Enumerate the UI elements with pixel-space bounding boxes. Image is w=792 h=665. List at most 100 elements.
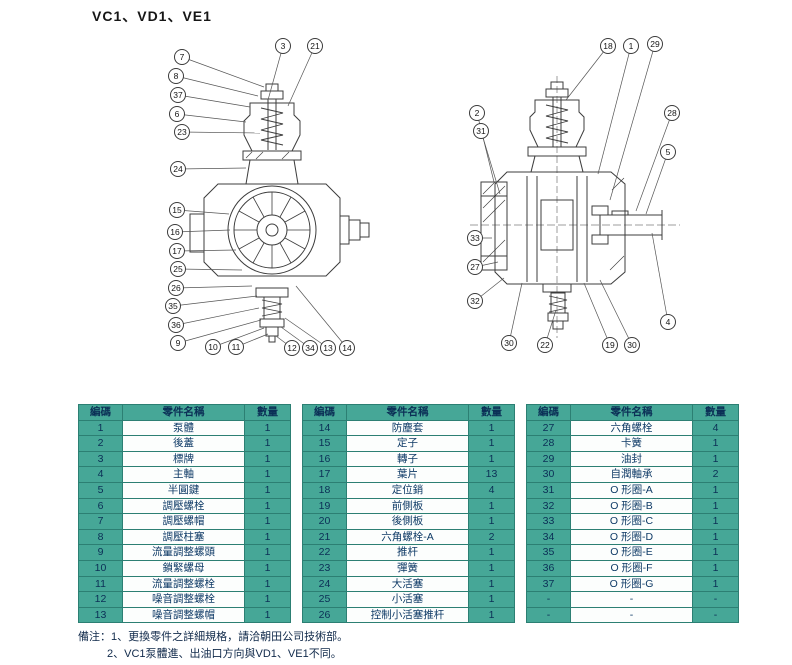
- svg-text:23: 23: [177, 127, 187, 137]
- part-code-cell: 18: [302, 481, 347, 499]
- pump-side-view-drawing: [470, 76, 680, 338]
- part-qty-cell: 1: [692, 513, 739, 530]
- part-qty-cell: 1: [244, 591, 291, 608]
- part-qty-cell: 2: [692, 466, 739, 483]
- part-qty-cell: 1: [692, 450, 739, 468]
- part-qty-cell: 1: [244, 419, 291, 437]
- part-qty-cell: 1: [468, 544, 515, 561]
- part-name-cell: O 形圈-F: [570, 559, 693, 577]
- part-name-cell: 小活塞: [346, 591, 469, 608]
- part-code-cell: -: [526, 606, 571, 624]
- part-name-cell: 卡簧: [570, 435, 693, 452]
- part-name-cell: 調壓柱塞: [122, 528, 245, 546]
- part-balloon-22: 22: [537, 309, 557, 353]
- part-code-cell: 21: [302, 528, 347, 546]
- part-name-cell: 六角螺栓-A: [346, 528, 469, 546]
- part-balloon-21: 21: [287, 38, 323, 107]
- part-balloon-27: 27: [467, 259, 499, 275]
- svg-text:9: 9: [176, 338, 181, 348]
- part-code-cell: 31: [526, 481, 571, 499]
- part-balloon-9: 9: [170, 319, 262, 351]
- part-qty-cell: 1: [692, 497, 739, 515]
- svg-text:13: 13: [323, 343, 333, 353]
- part-qty-cell: 1: [244, 575, 291, 593]
- part-code-cell: 13: [78, 606, 123, 624]
- part-code-cell: 1: [78, 419, 123, 437]
- svg-text:21: 21: [310, 41, 320, 51]
- part-qty-cell: 1: [692, 528, 739, 546]
- part-name-cell: 推杆: [346, 544, 469, 561]
- part-name-cell: 六角螺栓: [570, 419, 693, 437]
- part-balloon-37: 37: [170, 87, 251, 108]
- svg-text:26: 26: [171, 283, 181, 293]
- part-qty-cell: 1: [468, 450, 515, 468]
- remark-line-2: 2、VC1泵體進、出油口方向與VD1、VE1不同。: [107, 648, 342, 660]
- part-balloon-26: 26: [168, 280, 253, 296]
- part-code-cell: 24: [302, 575, 347, 593]
- svg-text:37: 37: [173, 90, 183, 100]
- part-balloon-5: 5: [645, 144, 676, 215]
- part-qty-cell: 1: [468, 591, 515, 608]
- part-qty-cell: 4: [468, 481, 515, 499]
- part-name-cell: 噪音調整螺栓: [122, 591, 245, 608]
- svg-text:25: 25: [173, 264, 183, 274]
- part-qty-cell: 1: [244, 559, 291, 577]
- part-qty-cell: 1: [468, 419, 515, 437]
- column-header: 數量: [692, 404, 739, 421]
- part-name-cell: 流量調整螺栓: [122, 575, 245, 593]
- part-code-cell: 16: [302, 450, 347, 468]
- part-code-cell: 23: [302, 559, 347, 577]
- svg-text:14: 14: [342, 343, 352, 353]
- part-qty-cell: 4: [692, 419, 739, 437]
- part-name-cell: 主軸: [122, 466, 245, 483]
- part-code-cell: 25: [302, 591, 347, 608]
- part-qty-cell: 2: [468, 528, 515, 546]
- svg-text:22: 22: [540, 340, 550, 350]
- svg-text:30: 30: [627, 340, 637, 350]
- part-balloon-31: 31: [473, 123, 501, 195]
- svg-text:10: 10: [208, 342, 218, 352]
- part-balloon-2: 2: [469, 105, 495, 183]
- part-code-cell: 3: [78, 450, 123, 468]
- part-name-cell: 鎖緊螺母: [122, 559, 245, 577]
- part-balloon-7: 7: [174, 49, 265, 88]
- part-name-cell: 半圓鍵: [122, 481, 245, 499]
- part-qty-cell: 1: [468, 497, 515, 515]
- part-code-cell: -: [526, 591, 571, 608]
- svg-text:32: 32: [470, 296, 480, 306]
- part-balloon-13: 13: [284, 317, 336, 356]
- part-name-cell: -: [570, 591, 693, 608]
- part-name-cell: O 形圈-A: [570, 481, 693, 499]
- part-name-cell: 後側板: [346, 513, 469, 530]
- svg-text:30: 30: [504, 338, 514, 348]
- part-name-cell: 調壓螺栓: [122, 497, 245, 515]
- part-balloon-30: 30: [501, 282, 523, 351]
- table-row: ---: [526, 591, 739, 608]
- part-code-cell: 11: [78, 575, 123, 593]
- svg-text:15: 15: [172, 205, 182, 215]
- part-name-cell: 彈簧: [346, 559, 469, 577]
- part-code-cell: 28: [526, 435, 571, 452]
- part-name-cell: O 形圈-B: [570, 497, 693, 515]
- column-header: 數量: [468, 404, 515, 421]
